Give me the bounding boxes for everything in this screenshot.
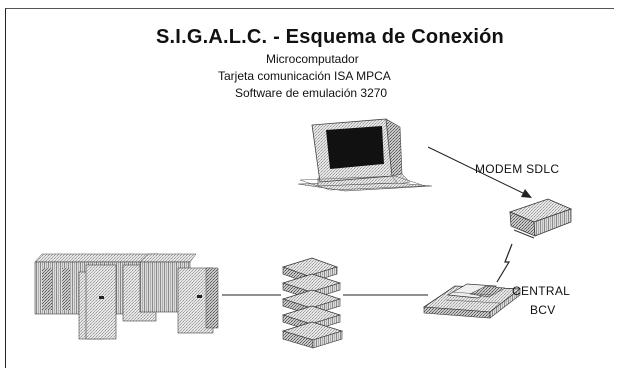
subtitle-line-2: Tarjeta comunicación ISA MPCA bbox=[218, 69, 391, 83]
modem-icon bbox=[508, 198, 573, 239]
subtitle-line-1: Microcomputador bbox=[266, 52, 359, 66]
connection-arrow-shaft bbox=[427, 146, 528, 196]
connection-lines bbox=[222, 146, 532, 296]
subtitle-line-3: Software de emulación 3270 bbox=[235, 86, 388, 100]
telephone-icon bbox=[422, 283, 522, 319]
mainframe-icon bbox=[34, 253, 219, 340]
diagram-title: S.I.G.A.L.C. - Esquema de Conexión bbox=[156, 26, 504, 48]
lightning-link-icon bbox=[496, 243, 513, 283]
central-label: CENTRAL bbox=[512, 284, 571, 298]
slide-frame bbox=[5, 8, 614, 368]
arrow-head-icon bbox=[521, 189, 532, 198]
bcv-label: BCV bbox=[530, 303, 556, 317]
modem-sdlc-label: MODEM SDLC bbox=[475, 162, 560, 176]
computer-icon bbox=[297, 118, 433, 192]
modem-stack-icon bbox=[281, 257, 344, 349]
